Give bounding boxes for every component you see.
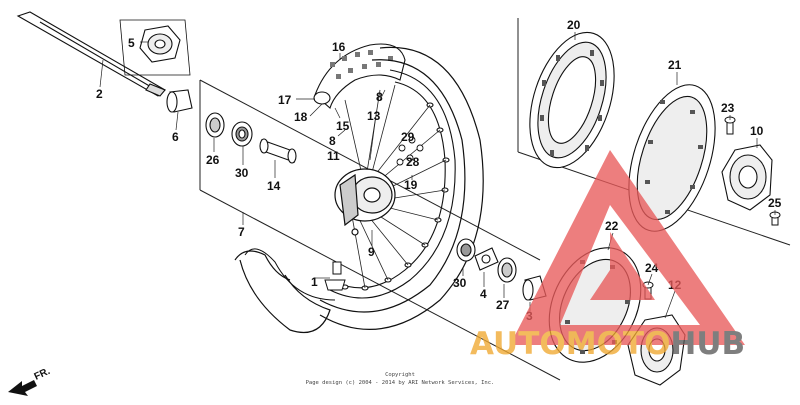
callout-28: 28 [406, 155, 420, 169]
spacer-collar [166, 89, 193, 113]
callout-9: 9 [368, 245, 375, 259]
copyright-notice: Copyright Page design (c) 2004 - 2014 by… [306, 372, 495, 386]
speedometer-gear-plate [721, 144, 773, 211]
callout-8b: 8 [329, 134, 336, 148]
callout-6: 6 [172, 130, 179, 144]
callout-4: 4 [480, 287, 487, 301]
wheel-tire [234, 46, 484, 334]
bearing-right [456, 238, 476, 262]
callout-22: 22 [605, 219, 619, 233]
callout-17: 17 [278, 93, 292, 107]
callout-18: 18 [294, 110, 308, 124]
brake-disc-upper [529, 31, 615, 169]
front-label: FR. [33, 366, 52, 383]
callout-14: 14 [267, 179, 281, 193]
callout-19: 19 [404, 178, 418, 192]
axle [16, 11, 166, 97]
bearing-left [231, 121, 253, 147]
watermark-part1: AUTO [470, 326, 566, 362]
copyright-line-1: Copyright [385, 372, 415, 378]
watermark-logo: AUTOMOTOHUB [470, 150, 745, 362]
watermark-part3: HUB [670, 326, 745, 362]
front-arrow-icon [8, 380, 37, 396]
callout-7: 7 [238, 225, 245, 239]
front-direction-indicator: FR. [8, 366, 52, 396]
callout-23: 23 [721, 101, 735, 115]
distance-collar [259, 138, 297, 164]
axle-nut [119, 19, 191, 76]
callout-15: 15 [336, 119, 350, 133]
callout-30b: 30 [453, 276, 467, 290]
brake-disc-right [628, 84, 716, 232]
callout-2: 2 [96, 87, 103, 101]
callout-27: 27 [496, 298, 510, 312]
callout-16: 16 [332, 40, 346, 54]
callout-5: 5 [128, 36, 135, 50]
dust-seal [205, 112, 225, 138]
oil-seal-right [497, 257, 517, 283]
valve-cap [324, 261, 346, 291]
callout-10: 10 [750, 124, 764, 138]
rim-band [244, 248, 336, 301]
callout-8a: 8 [376, 90, 383, 104]
watermark-triangle-icon [510, 150, 745, 345]
callout-29: 29 [401, 130, 415, 144]
wheel-hub [334, 168, 396, 236]
spoke-nipple-group [396, 136, 424, 166]
callout-1: 1 [311, 275, 318, 289]
watermark-text: AUTOMOTOHUB [470, 326, 745, 362]
callout-21: 21 [668, 58, 682, 72]
callout-20: 20 [567, 18, 581, 32]
watermark-inner-triangle-icon [590, 232, 655, 300]
watermark-part2: MOTO [566, 326, 671, 362]
speedometer-retainer [474, 247, 499, 271]
callout-25: 25 [768, 196, 782, 210]
callout-30a: 30 [235, 166, 249, 180]
copyright-line-2: Page design (c) 2004 - 2014 by ARI Netwo… [306, 380, 495, 386]
callout-26: 26 [206, 153, 220, 167]
callout-13: 13 [367, 109, 381, 123]
callout-11: 11 [327, 149, 340, 163]
